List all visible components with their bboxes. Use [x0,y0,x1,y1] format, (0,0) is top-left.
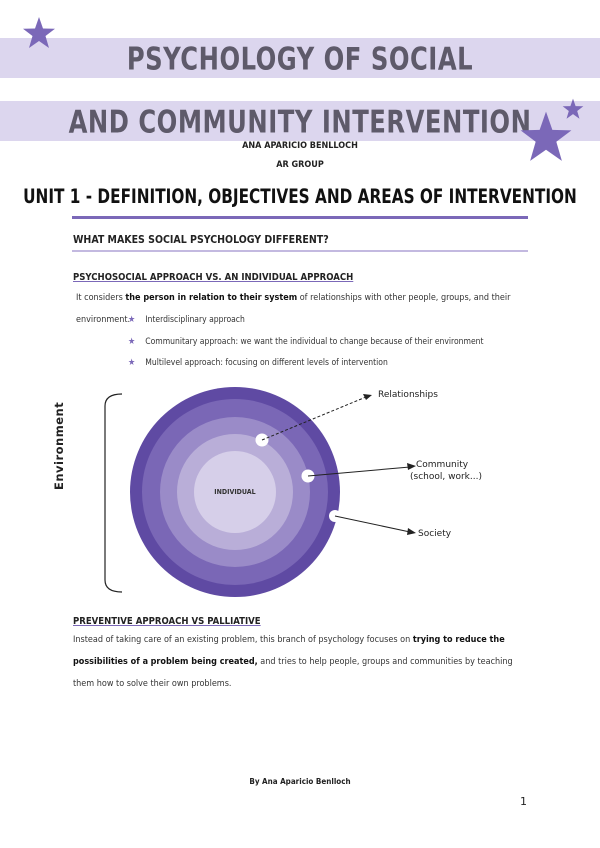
footer-author: By Ana Aparicio Benlloch [249,777,351,786]
doc-title-line2: AND COMMUNITY INTERVENTION [68,104,532,141]
bullet-star-icon: ★ [128,315,136,325]
title-band-bottom [0,101,600,141]
section-question: WHAT MAKES SOCIAL PSYCHOLOGY DIFFERENT? [73,234,329,246]
environment-bracket [104,393,123,593]
bullet-interdisciplinary: ★Interdisciplinary approach [128,315,245,325]
individual-label: INDIVIDUAL [214,488,256,496]
unit-title: UNIT 1 - DEFINITION, OBJECTIVES AND AREA… [23,185,577,209]
author-name: ANA APARICIO BENLLOCH [242,141,358,151]
section-rule [72,250,528,252]
environment-label: Environment [52,401,66,490]
page-number: 1 [520,795,527,808]
connector-community [307,466,411,477]
concentric-circles-diagram [104,387,416,597]
connector-relationships [261,396,367,441]
star-icon-small-right [562,98,584,119]
star-icon-top-left [23,17,55,48]
society-label: Society [418,529,452,539]
title-band-top [0,38,600,78]
bullet-multilevel: ★Multilevel approach: focusing on differ… [128,358,388,368]
bullet-star-icon: ★ [128,358,136,368]
relationships-label: Relationships [378,390,438,400]
psychosocial-heading: PSYCHOSOCIAL APPROACH VS. AN INDIVIDUAL … [73,272,354,283]
bullet-star-icon: ★ [128,337,136,347]
community-label: Community [416,460,469,470]
star-icon-large-right [520,111,572,161]
doc-title-line1: PSYCHOLOGY OF SOCIAL [126,41,474,78]
ring-individual [194,451,276,533]
unit-title-rule [72,216,528,219]
preventive-paragraph: Instead of taking care of an existing pr… [73,635,513,689]
connector-society [334,515,411,533]
bullet-communitary: ★Communitary approach: we want the indiv… [128,337,484,347]
psychosocial-paragraph: It considers the person in relation to t… [76,293,511,325]
preventive-heading: PREVENTIVE APPROACH VS PALLIATIVE [73,616,261,627]
group-name: AR GROUP [276,160,324,170]
community-sub-label: (school, work...) [410,472,482,482]
